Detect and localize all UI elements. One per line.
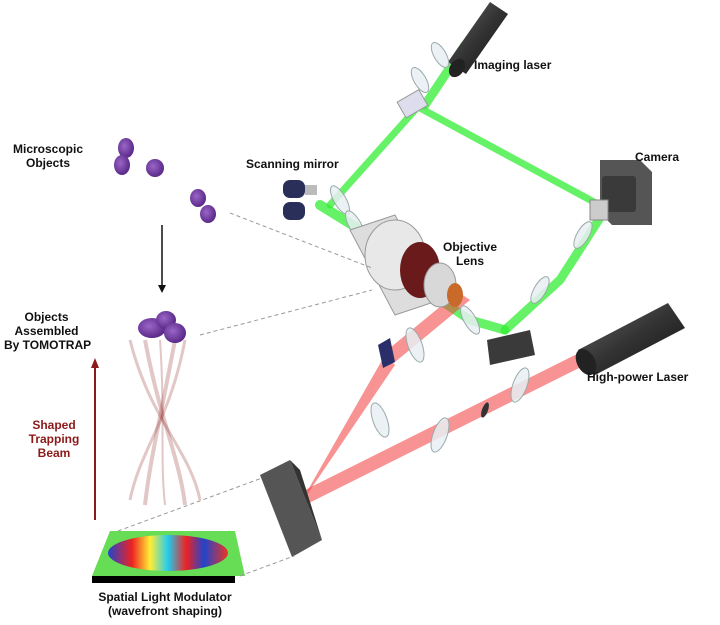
objective-lens [349,214,463,316]
trapping-beam-volume [128,339,202,506]
small-mirror [378,338,395,368]
label-line: Assembled [14,324,79,338]
pinhole [481,402,489,418]
label-line: Objects [24,310,69,324]
shaped-trapping-beam-label: Shaped Trapping Beam [24,418,84,460]
objective-lens-label: Objective Lens [440,240,500,268]
camera [589,160,652,225]
label-line: Shaped [32,418,76,432]
scanning-mirror-label: Scanning mirror [246,157,339,171]
label-line: By TOMOTRAP [4,338,92,352]
label-line: Trapping [28,432,80,446]
imaging-laser [448,2,508,78]
objects-assembled-label: Objects Assembled By TOMOTRAP [4,310,92,352]
slm-pattern [92,531,245,583]
scanning-mirror [283,180,317,220]
high-power-laser [575,303,685,376]
camera-label: Camera [635,150,680,164]
label-line: Beam [37,446,71,460]
imaging-laser-label: Imaging laser [474,58,552,72]
label-line: Spatial Light Modulator [98,590,232,604]
label-line: (wavefront shaping) [107,604,222,618]
slm-device [260,460,322,557]
high-power-laser-label: High-power Laser [587,370,689,384]
microscopic-objects-label: Microscopic Objects [8,142,88,170]
label-line: Lens [455,254,484,268]
imaging-beam-path [315,40,610,335]
label-line: Objects [25,156,70,170]
slm-label: Spatial Light Modulator (wavefront shapi… [70,590,260,618]
label-line: Objective [442,240,498,254]
trapping-beam-path [295,292,585,505]
dichroic-mirror [487,330,535,365]
dashed-connectors [117,212,373,577]
microscopic-objects [114,138,216,223]
label-line: Microscopic [12,142,84,156]
assembled-objects [138,311,186,343]
beam-splitter [396,89,429,119]
